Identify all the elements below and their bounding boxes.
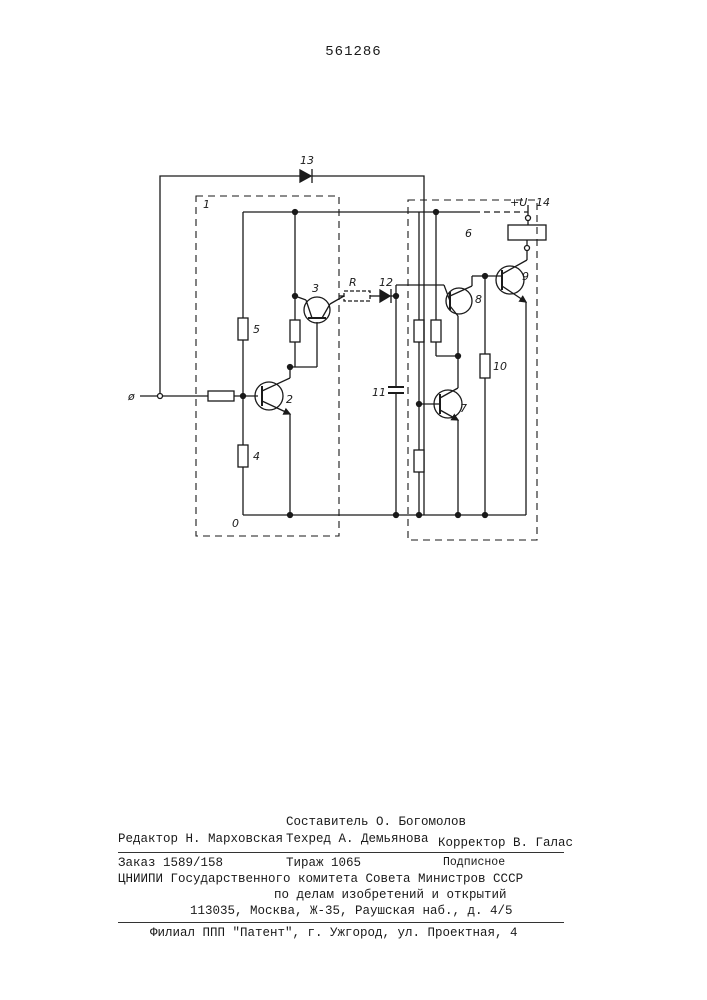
branch-line: Филиал ППП "Патент", г. Ужгород, ул. Про… xyxy=(150,926,518,940)
address-line: 113035, Москва, Ж-35, Раушская наб., д. … xyxy=(190,904,513,918)
subscription-line: Подписное xyxy=(443,856,505,869)
order-line: Заказ 1589/158 xyxy=(118,856,223,870)
divider xyxy=(118,852,564,853)
institute-line: ЦНИИПИ Государственного комитета Совета … xyxy=(118,872,523,886)
editor-line: Редактор Н. Марховская xyxy=(118,832,283,846)
compiler-line: Составитель О. Богомолов xyxy=(286,815,466,829)
divider xyxy=(118,922,564,923)
circulation-line: Тираж 1065 xyxy=(286,856,361,870)
affairs-line: по делам изобретений и открытий xyxy=(274,888,507,902)
corrector-line: Корректор В. Галас xyxy=(438,836,573,850)
techred-line: Техред А. Демьянова xyxy=(286,832,429,846)
